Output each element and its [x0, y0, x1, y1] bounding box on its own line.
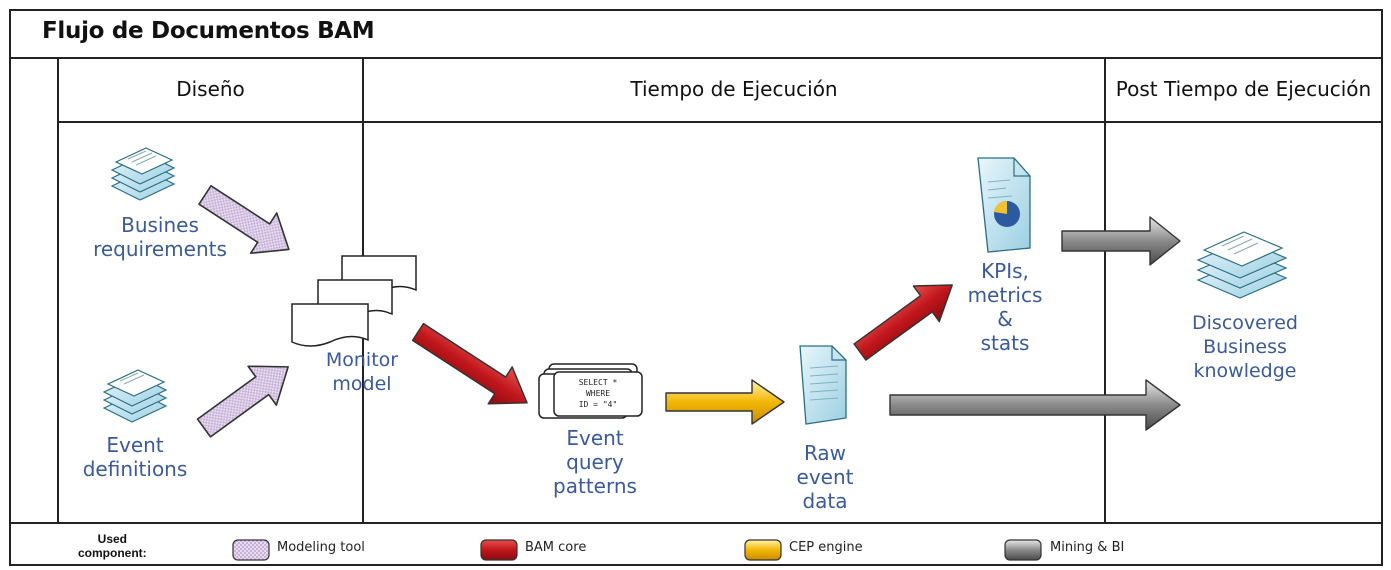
arrow-raw-to-kpi	[853, 284, 953, 361]
arrow-model-to-query	[411, 322, 528, 405]
kpi-report-icon	[977, 157, 1031, 253]
label-monitor-model: Monitor model	[325, 349, 399, 395]
arrow-kpi-to-discovered	[1061, 216, 1181, 266]
arrow-requirements-to-model	[198, 184, 290, 255]
legend-label-modeling: Modeling tool	[277, 540, 365, 555]
label-business-requirements: Busines requirements	[93, 213, 227, 261]
label-kpis: KPIs, metrics & stats	[967, 259, 1043, 355]
label-event-definitions: Event definitions	[82, 433, 188, 481]
legend-label-bam: BAM core	[525, 540, 587, 555]
legend-swatches	[232, 539, 1042, 561]
legend-swatch-modeling	[232, 539, 270, 561]
arrow-query-to-raw	[665, 379, 785, 425]
sql-snippet: SELECT * WHERE ID = "4"	[578, 378, 618, 409]
label-event-query-patterns: Event query patterns	[553, 426, 637, 498]
label-raw-event-data: Raw event data	[796, 441, 854, 513]
lane-header-post-runtime: Post Tiempo de Ejecución	[1115, 77, 1372, 101]
legend-swatch-cep	[744, 539, 782, 561]
arrow-definitions-to-model	[196, 365, 289, 438]
legend-label-cep: CEP engine	[789, 540, 863, 555]
diagram-title: Flujo de Documentos BAM	[42, 18, 375, 44]
monitor-model-icon	[291, 255, 417, 347]
legend-title: Used component:	[78, 532, 147, 560]
arrow-raw-to-discovered	[889, 379, 1181, 431]
legend-swatch-mining	[1004, 539, 1042, 561]
discovered-docs-icon	[1196, 231, 1288, 299]
label-discovered-knowledge: Discovered Business knowledge	[1192, 312, 1298, 382]
legend-swatch-bam	[480, 539, 518, 561]
event-definitions-docs-icon	[102, 369, 168, 423]
legend-label-mining: Mining & BI	[1050, 540, 1125, 555]
lane-frame	[9, 9, 1383, 566]
lane-header-runtime: Tiempo de Ejecución	[630, 77, 838, 101]
business-requirements-docs-icon	[110, 147, 176, 201]
lane-header-design: Diseño	[176, 77, 245, 101]
raw-event-page-icon	[799, 345, 847, 425]
query-sheets-icon	[538, 363, 643, 419]
